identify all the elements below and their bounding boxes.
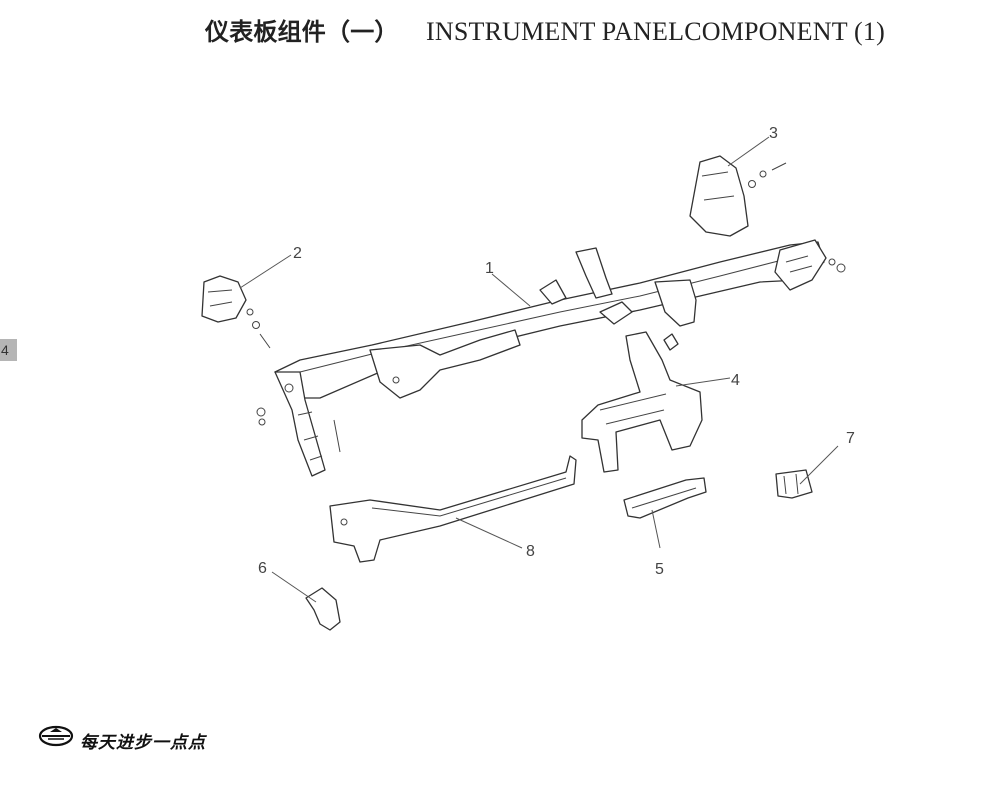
part-4-center-support-bracket xyxy=(581,331,703,473)
part-6-small-bracket xyxy=(305,587,341,631)
footer-slogan: 每天进步一点点 xyxy=(80,733,206,753)
callout-5: 5 xyxy=(655,561,664,578)
title-english: INSTRUMENT PANELCOMPONENT (1) xyxy=(426,17,885,46)
page-title: 仪表板组件（一） INSTRUMENT PANELCOMPONENT (1) xyxy=(205,12,885,47)
part-5-lower-bracket xyxy=(623,477,707,519)
callout-6: 6 xyxy=(258,560,267,577)
callout-2: 2 xyxy=(293,245,302,262)
title-chinese: 仪表板组件（一） xyxy=(205,18,399,46)
callout-8: 8 xyxy=(526,543,535,560)
callout-3: 3 xyxy=(769,125,778,142)
part-8-lower-support-brace xyxy=(329,455,577,563)
part-2-left-mounting-bracket xyxy=(201,275,341,453)
leader-lines xyxy=(239,136,839,603)
callout-1: 1 xyxy=(485,260,494,277)
vehicle-brand-logo-icon xyxy=(38,725,74,747)
part-3-right-mounting-bracket xyxy=(689,155,846,273)
part-7-clip xyxy=(775,469,813,499)
page-number-tab: 4 xyxy=(0,339,17,361)
callout-7: 7 xyxy=(846,430,855,447)
callout-4: 4 xyxy=(731,372,740,389)
part-1-cross-car-beam xyxy=(274,239,827,477)
